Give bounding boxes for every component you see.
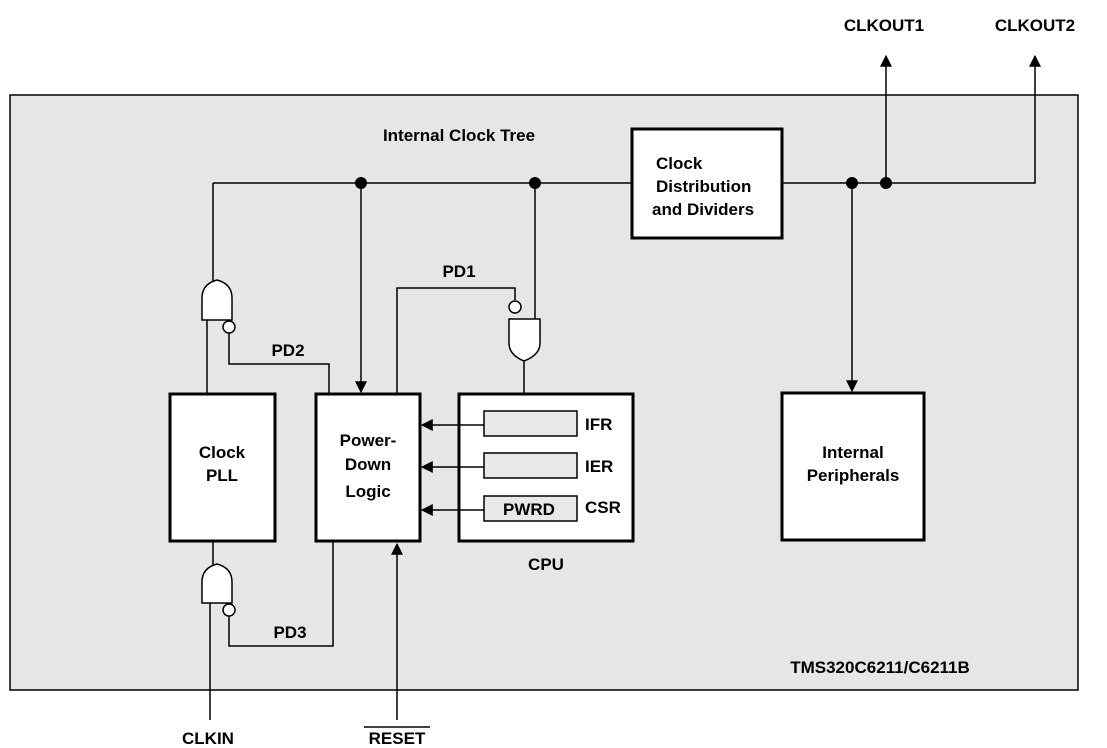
power-down-line1: Power- bbox=[340, 431, 397, 450]
clock-pll-line2: PLL bbox=[206, 466, 238, 485]
power-down-logic-block bbox=[314, 392, 422, 543]
pd3-inverter-bubble bbox=[222, 603, 236, 617]
reset-label: RESET bbox=[369, 729, 426, 748]
clkin-label: CLKIN bbox=[182, 729, 234, 748]
cpu-clock-gate bbox=[508, 318, 541, 362]
pwrd-field-label: PWRD bbox=[503, 500, 555, 519]
internal-clock-tree-title: Internal Clock Tree bbox=[383, 126, 535, 145]
pd2-label: PD2 bbox=[271, 341, 304, 360]
pd3-wire bbox=[228, 541, 334, 647]
clkout1-label: CLKOUT1 bbox=[844, 16, 924, 35]
power-down-line2: Down bbox=[345, 455, 391, 474]
clock-distribution-block bbox=[630, 127, 784, 240]
peripherals-line2: Peripherals bbox=[807, 466, 900, 485]
junction-dot bbox=[846, 177, 858, 189]
clock-dist-line3: and Dividers bbox=[652, 200, 754, 219]
ifr-label: IFR bbox=[585, 415, 612, 434]
ier-register bbox=[483, 452, 578, 479]
pd1-inverter-bubble bbox=[508, 300, 522, 314]
clkout2-label: CLKOUT2 bbox=[995, 16, 1075, 35]
junction-dot bbox=[355, 177, 367, 189]
cpu-label: CPU bbox=[528, 555, 564, 574]
pll-input-gate bbox=[201, 563, 233, 604]
clock-pll-block bbox=[168, 392, 277, 543]
clock-pll-line1: Clock bbox=[199, 443, 246, 462]
power-down-line3: Logic bbox=[345, 482, 390, 501]
clock-dist-line2: Distribution bbox=[656, 177, 751, 196]
pd1-wire bbox=[396, 287, 516, 394]
csr-register bbox=[483, 495, 578, 522]
pll-output-gate bbox=[201, 279, 233, 321]
ier-label: IER bbox=[585, 457, 613, 476]
pd3-label: PD3 bbox=[273, 623, 306, 642]
clock-dist-line1: Clock bbox=[656, 154, 703, 173]
pd2-inverter-bubble bbox=[222, 320, 236, 334]
csr-label: CSR bbox=[585, 498, 621, 517]
chip-name-label: TMS320C6211/C6211B bbox=[790, 658, 970, 677]
peripherals-line1: Internal bbox=[822, 443, 883, 462]
ifr-register bbox=[483, 410, 578, 437]
pd2-wire bbox=[228, 333, 330, 394]
internal-peripherals-block bbox=[780, 391, 926, 542]
pd1-label: PD1 bbox=[442, 262, 475, 281]
junction-dot bbox=[880, 177, 892, 189]
clkout2-wire bbox=[886, 54, 1041, 184]
junction-dot bbox=[529, 177, 541, 189]
